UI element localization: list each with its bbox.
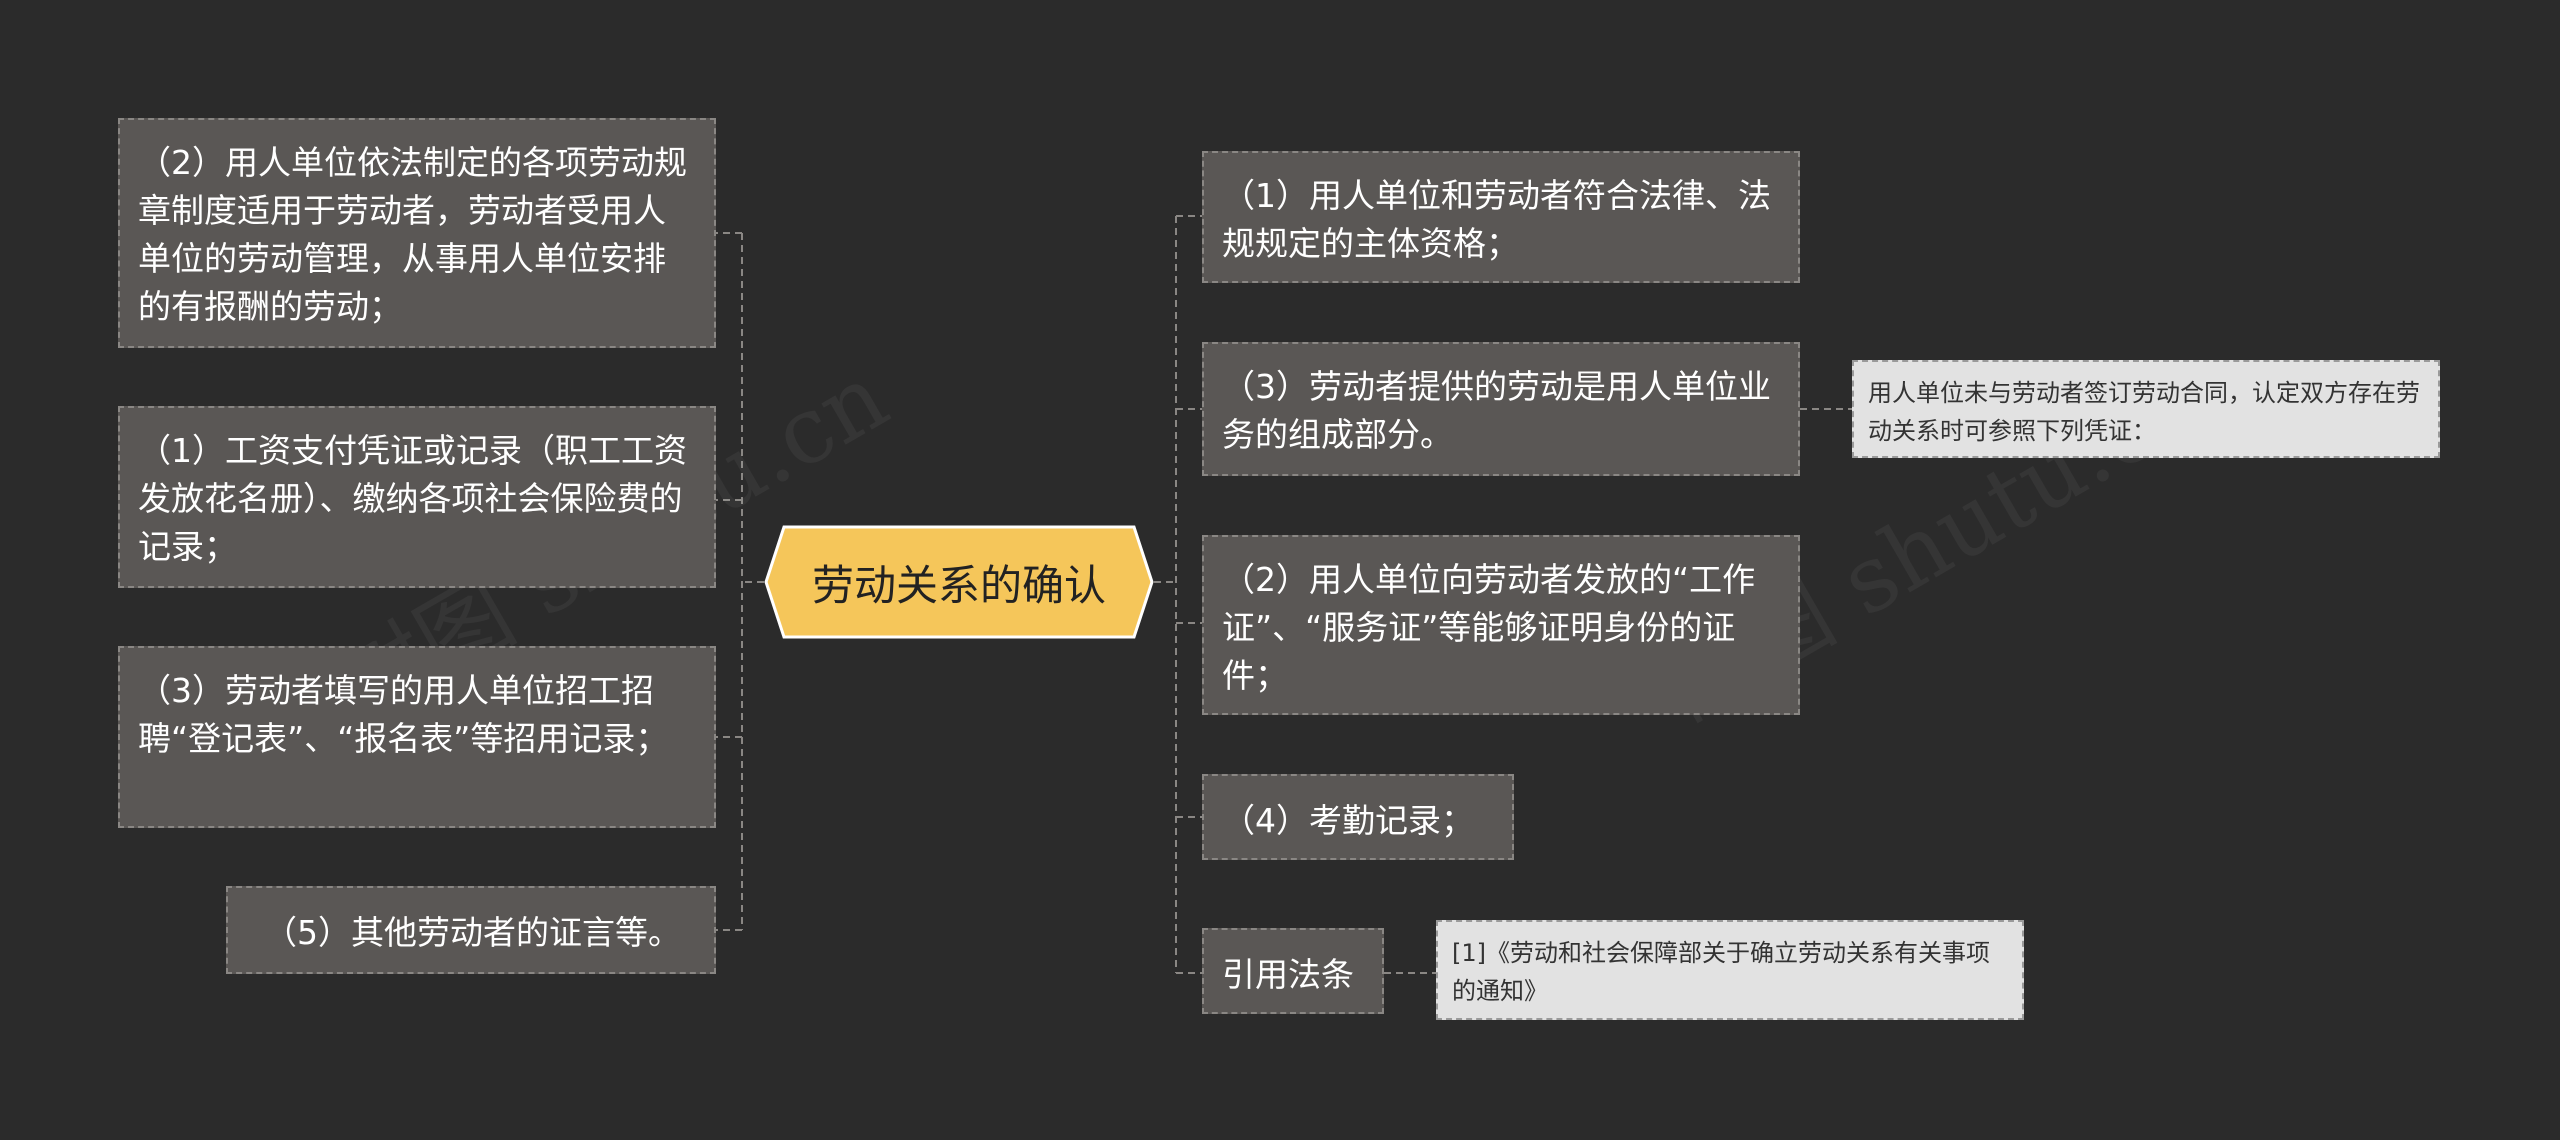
node-label: 引用法条 <box>1222 955 1354 994</box>
left-node-employment-management[interactable]: （2）用人单位依法制定的各项劳动规章制度适用于劳动者，劳动者受用人单位的劳动管理… <box>118 118 716 348</box>
note-label: [1]《劳动和社会保障部关于确立劳动关系有关事项的通知》 <box>1452 939 1990 1005</box>
node-label: （5）其他劳动者的证言等。 <box>264 913 681 952</box>
left-node-wage-records[interactable]: （1）工资支付凭证或记录（职工工资发放花名册）、缴纳各项社会保险费的记录； <box>118 406 716 588</box>
node-label: （1）用人单位和劳动者符合法律、法规规定的主体资格； <box>1222 176 1771 263</box>
central-topic-shape <box>764 525 1154 639</box>
node-label: （2）用人单位依法制定的各项劳动规章制度适用于劳动者，劳动者受用人单位的劳动管理… <box>138 143 687 326</box>
node-label: （3）劳动者填写的用人单位招工招聘“登记表”、“报名表”等招用记录； <box>138 671 669 758</box>
node-label: （1）工资支付凭证或记录（职工工资发放花名册）、缴纳各项社会保险费的记录； <box>138 431 687 566</box>
note-law-citation[interactable]: [1]《劳动和社会保障部关于确立劳动关系有关事项的通知》 <box>1436 920 2024 1020</box>
central-topic-label: 劳动关系的确认 <box>811 560 1106 610</box>
node-label: （2）用人单位向劳动者发放的“工作证”、“服务证”等能够证明身份的证件； <box>1222 560 1756 695</box>
left-node-testimony[interactable]: （5）其他劳动者的证言等。 <box>226 886 716 974</box>
note-label: 用人单位未与劳动者签订劳动合同，认定双方存在劳动关系时可参照下列凭证： <box>1868 379 2420 445</box>
right-node-cited-law[interactable]: 引用法条 <box>1202 928 1384 1014</box>
right-node-work-certificate[interactable]: （2）用人单位向劳动者发放的“工作证”、“服务证”等能够证明身份的证件； <box>1202 535 1800 715</box>
node-label: （3）劳动者提供的劳动是用人单位业务的组成部分。 <box>1222 367 1771 454</box>
node-label: （4）考勤记录； <box>1222 801 1474 840</box>
right-node-subject-qualification[interactable]: （1）用人单位和劳动者符合法律、法规规定的主体资格； <box>1202 151 1800 283</box>
left-node-recruitment-records[interactable]: （3）劳动者填写的用人单位招工招聘“登记表”、“报名表”等招用记录； <box>118 646 716 828</box>
note-reference-documents[interactable]: 用人单位未与劳动者签订劳动合同，认定双方存在劳动关系时可参照下列凭证： <box>1852 360 2440 458</box>
central-topic[interactable]: 劳动关系的确认 <box>764 525 1154 639</box>
right-node-business-part[interactable]: （3）劳动者提供的劳动是用人单位业务的组成部分。 <box>1202 342 1800 476</box>
right-node-attendance[interactable]: （4）考勤记录； <box>1202 774 1514 860</box>
